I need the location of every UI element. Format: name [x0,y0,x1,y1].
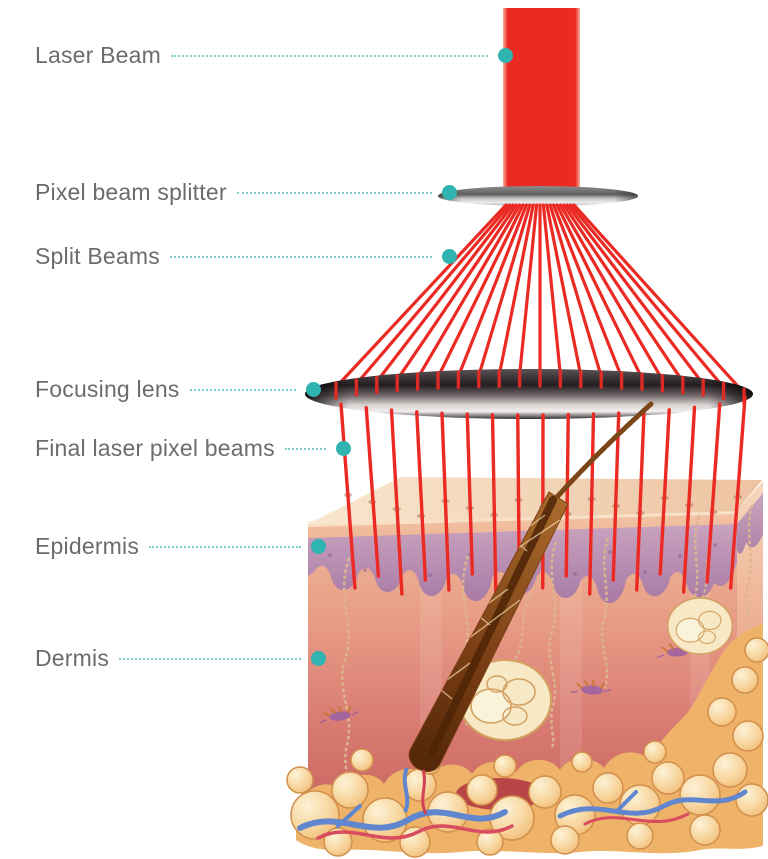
hair-follicle [402,401,654,815]
label-split-beams: Split Beams [35,242,457,270]
leader-line [171,55,488,57]
label-text: Focusing lens [35,376,180,402]
leader-line [119,658,301,660]
beam-splitter-disc [438,186,638,206]
sweat-gland-2 [667,597,733,655]
label-text: Dermis [35,645,110,671]
label-text: Epidermis [35,533,140,559]
label-pixel-beam-splitter: Pixel beam splitter [35,178,457,206]
leader-line [284,448,326,450]
label-text: Final laser pixel beams [35,435,275,461]
skin-front-face [308,511,737,800]
pointer-dot [306,381,321,397]
pointer-dot [336,440,351,456]
leader-line [236,192,432,194]
label-laser-beam: Laser Beam [35,41,513,69]
pointer-dot [498,47,513,63]
label-text: Pixel beam splitter [35,179,227,205]
label-focusing-lens: Focusing lens [35,375,321,403]
label-dermis: Dermis [35,644,326,672]
leader-line [189,389,296,391]
leader-line [149,546,301,548]
leader-line [169,256,432,258]
pointer-dot [442,184,457,200]
focusing-lens [305,369,753,419]
pointer-dot [442,248,457,264]
label-epidermis: Epidermis [35,532,326,560]
laser-beam [503,8,580,198]
blood-vessels [297,789,748,840]
pointer-dot [311,650,326,666]
split-beams [334,203,746,395]
pointer-dot [311,538,326,554]
nerve-fibers [340,504,754,791]
label-text: Split Beams [35,243,160,269]
label-final-laser-pixel-beams: Final laser pixel beams [35,434,351,462]
sweat-gland [458,659,552,741]
hair-shaft [554,401,654,500]
label-text: Laser Beam [35,42,162,68]
